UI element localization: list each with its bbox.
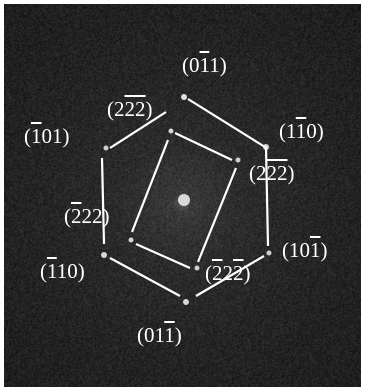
label-lo-pre: ( (205, 261, 212, 285)
spot-center (178, 194, 190, 206)
outer-edge-right (264, 146, 270, 247)
label-lo-post: ) (243, 261, 251, 285)
label-lu-bar: 1 (31, 124, 42, 148)
label-rl-pre: (10 (282, 238, 310, 262)
label-ri-post: ) (287, 161, 295, 185)
label-left-inner: (222) (64, 206, 110, 227)
label-ll-post: ) (77, 259, 85, 283)
label-li-mid: 22 (81, 204, 103, 228)
spot-bottom (183, 299, 189, 305)
label-top-mid: 1 (209, 53, 220, 77)
label-lo-mid: 2 (222, 261, 234, 285)
label-top-post: ) (219, 53, 227, 77)
label-right-inner: (222) (249, 163, 295, 184)
inner-edge-left (130, 139, 170, 233)
label-ri-bar: 2 (266, 161, 278, 185)
outer-edge-top-left (109, 111, 167, 149)
inner-edge-lower (135, 242, 191, 270)
label-li-pre: ( (64, 204, 71, 228)
inner-parallelogram (130, 132, 238, 270)
spot-left-upper (103, 145, 109, 151)
label-rl-post: ) (320, 238, 328, 262)
label-ul-post: ) (145, 97, 153, 121)
label-right-upper: (110) (279, 121, 324, 142)
label-ri-bar2: 2 (277, 161, 288, 185)
outer-edge-bottom-left (109, 257, 181, 297)
label-li-post: ) (102, 204, 110, 228)
outer-edge-top-right (187, 98, 266, 148)
label-lu-pre: ( (24, 124, 31, 148)
label-top-bar: 1 (199, 53, 210, 77)
label-ri-pre: (2 (249, 161, 267, 185)
label-lower-inner: (222) (205, 263, 251, 284)
spot-top (181, 94, 187, 100)
label-ul-bar: 2 (124, 97, 136, 121)
outer-edge-bottom-right (195, 255, 265, 297)
spot-upper-left-inner (168, 128, 174, 134)
label-lu-mid: 01 (41, 124, 63, 148)
label-left-upper: (101) (24, 126, 70, 147)
spot-left-lower (101, 252, 107, 258)
diffraction-spots (101, 94, 272, 305)
label-ru-mid: 0 (306, 119, 317, 143)
label-lu-post: ) (62, 124, 70, 148)
label-ll-bar: 1 (47, 259, 57, 283)
spot-left-inner (128, 237, 134, 243)
label-lo-bar2: 2 (233, 261, 244, 285)
label-top-pre: (0 (182, 53, 200, 77)
inner-edge-upper (174, 132, 233, 161)
label-lo-bar: 2 (212, 261, 223, 285)
outer-hexagon (100, 98, 270, 297)
label-bt-post: ) (174, 323, 182, 347)
outer-edge-left (100, 157, 106, 245)
label-ll-pre: ( (40, 259, 47, 283)
label-bottom: (011) (137, 325, 182, 346)
label-upper-left-inner: (222) (107, 99, 153, 120)
label-ul-pre: (2 (107, 97, 125, 121)
label-ru-pre: (1 (279, 119, 296, 143)
spot-right-lower (266, 250, 272, 256)
spot-right-inner (235, 157, 241, 163)
label-ru-post: ) (316, 119, 324, 143)
label-ru-bar: 1 (295, 119, 307, 143)
label-right-lower: (101) (282, 240, 328, 261)
spot-lower-inner (194, 265, 200, 271)
label-top: (011) (182, 55, 227, 76)
label-bt-pre: (01 (137, 323, 165, 347)
label-bt-bar: 1 (164, 323, 175, 347)
label-left-lower: (110) (40, 261, 85, 282)
label-rl-bar: 1 (310, 238, 321, 262)
label-ul-bar2: 2 (135, 97, 146, 121)
label-li-bar: 2 (71, 204, 82, 228)
inner-edge-right (196, 167, 238, 263)
label-ll-mid: 10 (56, 259, 78, 283)
